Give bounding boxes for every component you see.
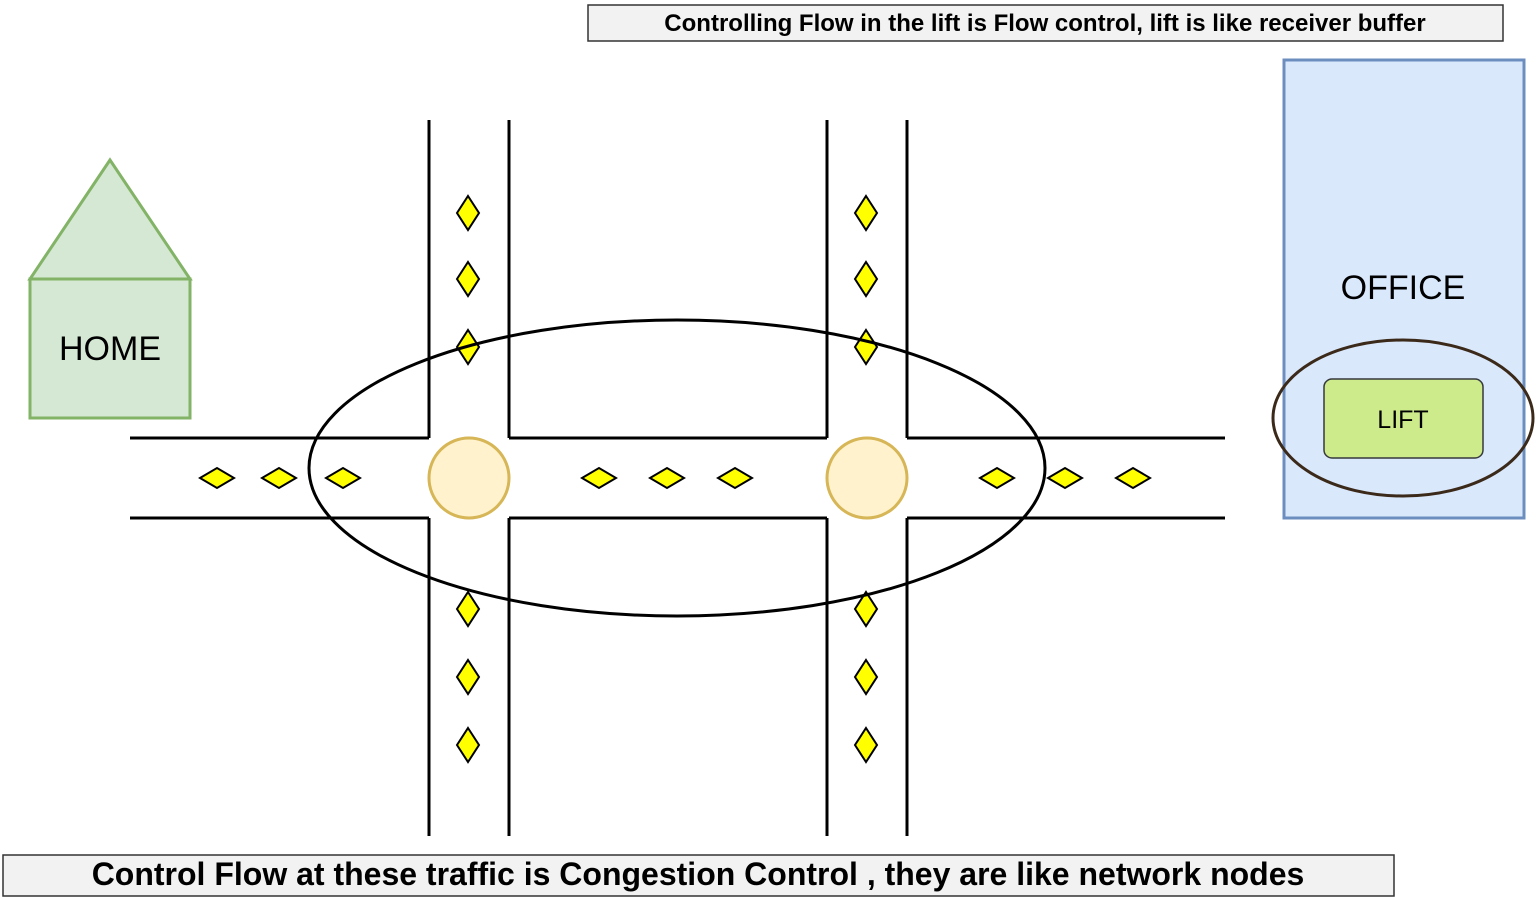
diamond-vehicle-icon bbox=[853, 658, 879, 696]
top-caption-box bbox=[587, 4, 1504, 42]
diamond-vehicle-icon bbox=[580, 466, 618, 490]
office-building: OFFICE LIFT bbox=[1271, 58, 1535, 520]
diamond-vehicle-icon bbox=[716, 466, 754, 490]
home-label: HOME bbox=[59, 330, 161, 368]
diamond-vehicle-icon bbox=[455, 260, 481, 298]
diamond-vehicle-icon bbox=[853, 726, 879, 764]
traffic-nodes bbox=[427, 436, 909, 520]
diamond-vehicle-icon bbox=[853, 590, 879, 628]
diamond-vehicle-icon bbox=[455, 658, 481, 696]
home-roof bbox=[27, 157, 193, 281]
vehicles bbox=[198, 194, 1152, 764]
bottom-caption: Control Flow at these traffic is Congest… bbox=[2, 854, 1395, 897]
top-caption-text: Controlling Flow in the lift is Flow con… bbox=[664, 10, 1425, 37]
top-caption: Controlling Flow in the lift is Flow con… bbox=[587, 4, 1504, 42]
diamond-vehicle-icon bbox=[1046, 466, 1084, 490]
diamond-vehicle-icon bbox=[455, 194, 481, 232]
diamond-vehicle-icon bbox=[455, 726, 481, 764]
diamond-vehicle-icon bbox=[978, 466, 1016, 490]
roads bbox=[130, 120, 1225, 836]
office-label: OFFICE bbox=[1341, 269, 1466, 307]
traffic-circle-icon bbox=[825, 436, 909, 520]
traffic-circle-icon bbox=[427, 436, 511, 520]
diamond-vehicle-icon bbox=[853, 194, 879, 232]
lift-highlight-ellipse bbox=[1271, 338, 1535, 498]
lift-label: LIFT bbox=[1377, 406, 1428, 434]
congestion-region-ellipse bbox=[307, 318, 1047, 618]
diamond-vehicle-icon bbox=[260, 466, 298, 490]
bottom-caption-text: Control Flow at these traffic is Congest… bbox=[92, 856, 1305, 892]
home-building: HOME bbox=[27, 157, 193, 420]
diamond-vehicle-icon bbox=[853, 260, 879, 298]
diamond-vehicle-icon bbox=[324, 466, 362, 490]
diamond-vehicle-icon bbox=[198, 466, 236, 490]
diamond-vehicle-icon bbox=[455, 590, 481, 628]
bottom-caption-box bbox=[2, 854, 1395, 897]
lift-box bbox=[1323, 378, 1484, 459]
home-body bbox=[28, 277, 192, 420]
diamond-vehicle-icon bbox=[1114, 466, 1152, 490]
diamond-vehicle-icon bbox=[648, 466, 686, 490]
diamond-vehicle-icon bbox=[853, 328, 879, 366]
